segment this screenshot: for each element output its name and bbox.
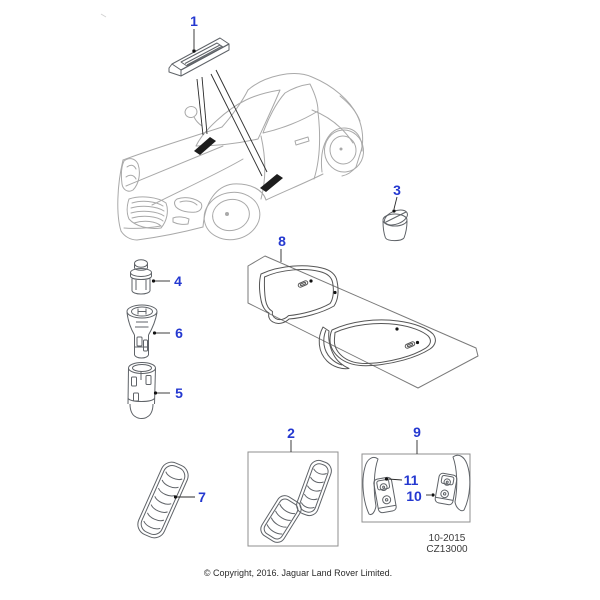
callout-leader-lines	[155, 29, 431, 498]
callout-10[interactable]: 10	[406, 488, 422, 504]
accelerator-pedal-cover	[296, 459, 332, 517]
lighter-element-illustration	[130, 259, 152, 295]
right-paddle	[434, 454, 471, 512]
callout-2[interactable]: 2	[287, 425, 295, 441]
copyright-notice: © Copyright, 2016. Jaguar Land Rover Lim…	[203, 568, 393, 578]
sill-tread-plate-illustration	[168, 37, 230, 77]
callout-7[interactable]: 7	[198, 489, 206, 505]
rear-floor-mat	[318, 319, 436, 370]
callout-3[interactable]: 3	[393, 182, 401, 198]
sill-plate-locations	[194, 137, 283, 192]
pedal-covers-illustration	[247, 451, 339, 547]
socket-housing-illustration	[126, 304, 158, 359]
car-illustration	[117, 73, 365, 241]
doc-code-date: 10-2015	[428, 533, 466, 544]
doc-code-number: CZ13000	[426, 543, 468, 555]
leader-attachment-dots	[151, 49, 435, 499]
paddle-shifters-illustration	[361, 453, 471, 523]
pedal-covers-box	[247, 451, 339, 547]
callout-11[interactable]: 11	[403, 472, 419, 488]
callout-4[interactable]: 4	[174, 273, 182, 289]
brake-pedal-cover	[260, 495, 302, 543]
left-paddle	[362, 456, 397, 515]
callout-1[interactable]: 1	[190, 13, 198, 29]
callout-6[interactable]: 6	[175, 325, 183, 341]
power-socket-illustration	[127, 362, 156, 419]
registration-mark	[100, 13, 107, 18]
callout-8[interactable]: 8	[278, 233, 286, 249]
front-floor-mat	[259, 265, 339, 324]
doc-code: 10-2015 CZ13000	[426, 533, 468, 555]
mat-tray-outline	[247, 255, 479, 389]
storage-cup-illustration	[382, 209, 408, 242]
callout-9[interactable]: 9	[413, 424, 421, 440]
floor-mat-set-illustration	[247, 255, 479, 389]
air-vent-illustration	[137, 461, 189, 539]
callout-5[interactable]: 5	[175, 385, 183, 401]
